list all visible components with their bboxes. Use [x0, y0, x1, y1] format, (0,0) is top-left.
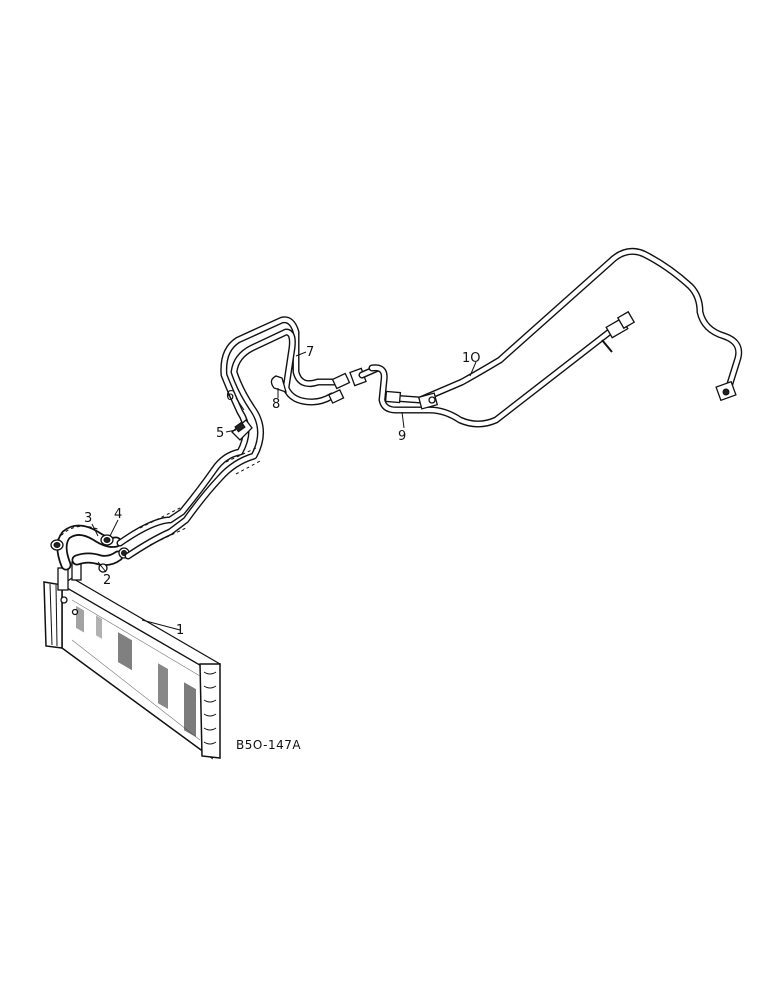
- callout-9: 9: [398, 429, 406, 444]
- callout-8: 8: [272, 397, 280, 412]
- callout-1: 1: [176, 623, 184, 638]
- hose-assembly: [50, 524, 130, 573]
- callout-labels: 1 2 3 4 5 6 7 8 9 1O: [84, 345, 481, 638]
- oil-lines: [116, 247, 743, 560]
- cooler-fins-texture: [71, 599, 201, 741]
- callout-5: 5: [216, 426, 224, 441]
- callout-4: 4: [114, 507, 122, 522]
- clip-8: [270, 375, 287, 394]
- clip-5: [231, 419, 253, 441]
- callout-6: 6: [226, 389, 234, 404]
- callout-3: 3: [84, 511, 92, 526]
- callout-10: 1O: [462, 351, 481, 366]
- callout-2: 2: [103, 573, 111, 588]
- oil-cooler: [43, 561, 221, 760]
- leader-lines: [91, 351, 477, 631]
- callout-7: 7: [306, 345, 314, 360]
- reference-code: B5O-147A: [236, 738, 301, 752]
